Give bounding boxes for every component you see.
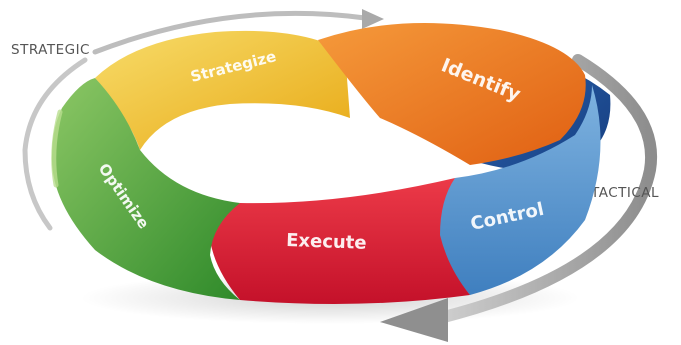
segment-control — [438, 85, 601, 295]
strategic-cycle-arrow — [22, 9, 384, 231]
band-rim-highlight — [51, 109, 63, 188]
segment-execute — [210, 178, 470, 304]
tactical-cycle-arrow — [380, 54, 657, 342]
segment-optimize — [51, 78, 241, 300]
segment-identify — [318, 22, 586, 165]
segment-label-execute: Execute — [286, 230, 367, 254]
segment-strategize — [95, 30, 350, 150]
strategic-label: STRATEGIC — [11, 42, 90, 58]
tactical-label: TACTICAL — [590, 185, 659, 201]
